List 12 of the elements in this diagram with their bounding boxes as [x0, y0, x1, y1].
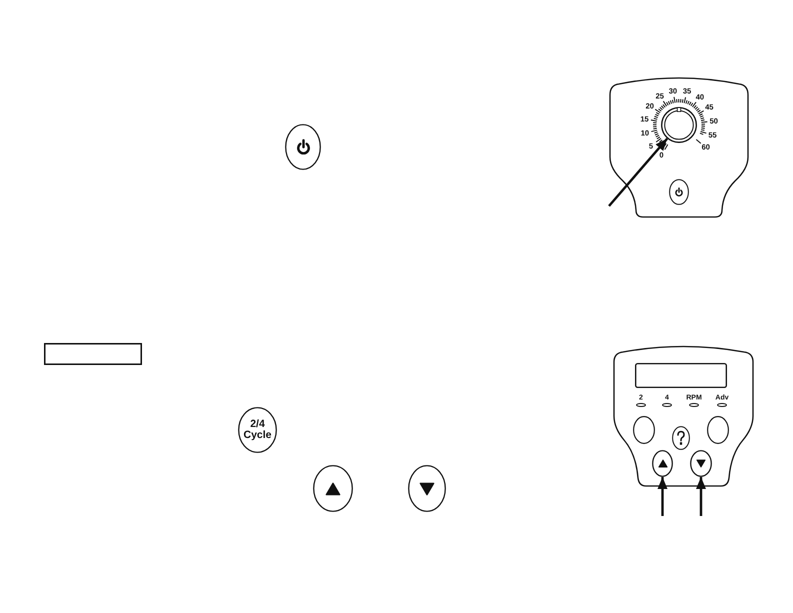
down-button	[690, 450, 712, 477]
leader-arrow	[608, 138, 668, 207]
leader-arrow	[696, 477, 706, 516]
up-button	[313, 465, 353, 512]
up-button	[652, 450, 673, 477]
leader-arrow	[658, 477, 668, 516]
empty-box	[44, 343, 142, 365]
display-screen	[635, 363, 727, 388]
cycle-button: 2/4 Cycle	[238, 407, 277, 453]
timer-dial	[661, 107, 697, 143]
power-button	[285, 124, 321, 170]
down-button	[408, 465, 446, 512]
